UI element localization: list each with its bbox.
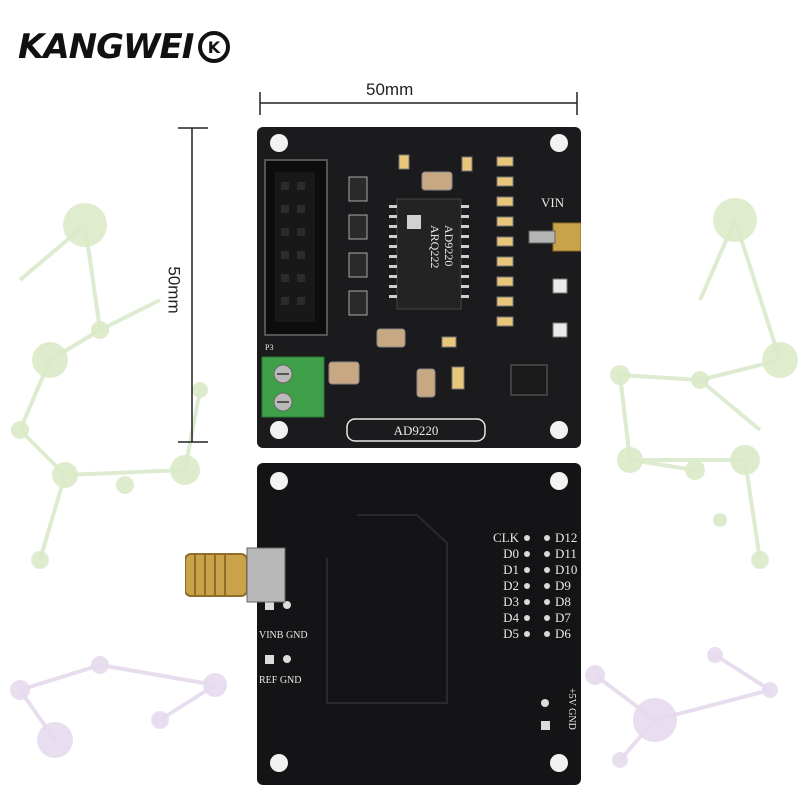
svg-text:D3: D3 xyxy=(503,594,519,609)
svg-text:K: K xyxy=(208,38,221,57)
height-dimension-label: 50mm xyxy=(164,266,184,314)
back-board-artwork: CLK D0 D1 D2 D3 D4 D5 D12 D11 D10 D9 D8 … xyxy=(259,472,577,772)
width-dimension-label: 50mm xyxy=(366,80,414,99)
svg-text:D11: D11 xyxy=(555,546,577,561)
back-sma-connector xyxy=(185,547,286,603)
front-board-artwork: P3 AD9220 ARQ222 xyxy=(261,134,582,442)
svg-text:AD9220: AD9220 xyxy=(442,225,456,266)
svg-text:D12: D12 xyxy=(555,530,577,545)
svg-text:D8: D8 xyxy=(555,594,571,609)
screw-terminal xyxy=(261,356,325,418)
svg-text:D2: D2 xyxy=(503,578,519,593)
svg-text:D0: D0 xyxy=(503,546,519,561)
svg-text:P3: P3 xyxy=(265,343,273,352)
svg-text:D10: D10 xyxy=(555,562,577,577)
svg-text:REF GND: REF GND xyxy=(259,675,302,686)
back-pcb-board: CLK D0 D1 D2 D3 D4 D5 D12 D11 D10 D9 D8 … xyxy=(257,463,581,785)
board-name-label: AD9220 xyxy=(394,423,439,438)
brand-logo: KANGWEI K xyxy=(18,22,231,72)
svg-text:D5: D5 xyxy=(503,626,519,641)
svg-text:+5V GND: +5V GND xyxy=(566,688,577,730)
brand-logo-text: KANGWEI xyxy=(18,27,194,67)
svg-text:VINB GND: VINB GND xyxy=(259,630,308,641)
svg-text:ARQ222: ARQ222 xyxy=(428,225,442,268)
svg-text:D6: D6 xyxy=(555,626,571,641)
svg-text:D7: D7 xyxy=(555,610,571,625)
svg-text:D4: D4 xyxy=(503,610,519,625)
svg-text:CLK: CLK xyxy=(493,530,520,545)
svg-text:VIN: VIN xyxy=(541,195,565,210)
mounting-holes xyxy=(270,134,568,439)
svg-text:D1: D1 xyxy=(503,562,519,577)
svg-text:D9: D9 xyxy=(555,578,571,593)
brand-badge-icon: K xyxy=(198,31,231,63)
sma-connector xyxy=(552,222,582,252)
front-pcb-board: P3 AD9220 ARQ222 xyxy=(257,127,582,448)
